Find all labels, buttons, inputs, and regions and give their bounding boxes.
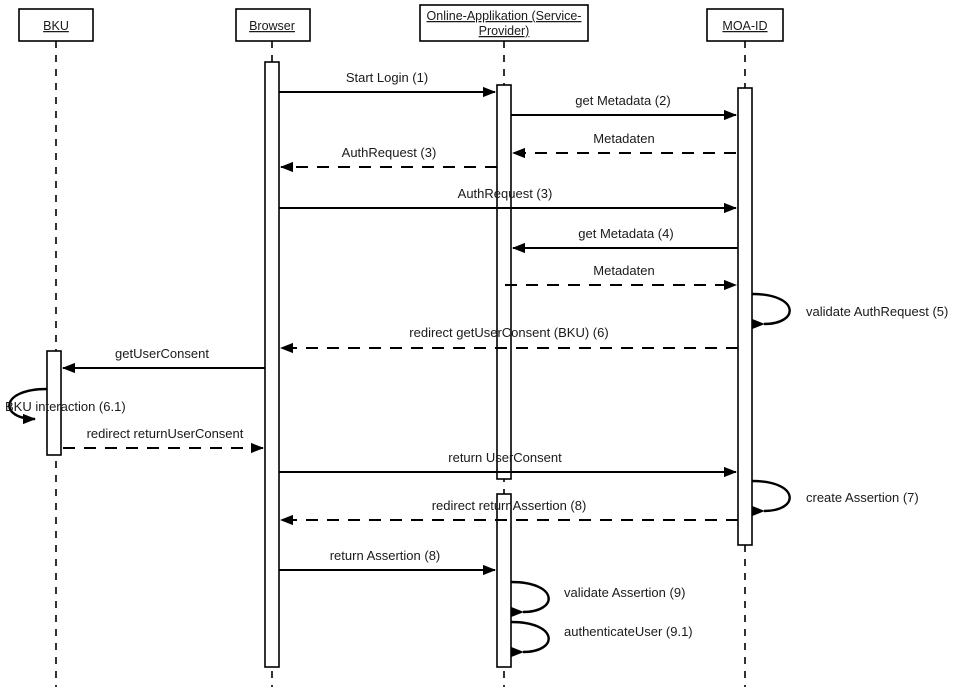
lifeline-header-box-moaid[interactable] xyxy=(706,8,784,42)
message-label-m15: redirect returnAssertion (8) xyxy=(432,498,587,513)
message-m7[interactable]: Metadaten xyxy=(505,263,737,291)
activation-bar-bku[interactable] xyxy=(46,350,62,456)
message-label-m11: BKU interaction (6.1) xyxy=(5,399,126,414)
message-m12[interactable]: redirect returnUserConsent xyxy=(63,426,264,454)
message-m5[interactable]: AuthRequest (3) xyxy=(279,186,737,214)
lifeline-label-bku: BKU xyxy=(43,19,69,33)
message-m15[interactable]: redirect returnAssertion (8) xyxy=(280,498,738,526)
activation-bar-sp[interactable] xyxy=(496,493,512,668)
message-label-m18: authenticateUser (9.1) xyxy=(564,624,693,639)
message-m14[interactable]: create Assertion (7) xyxy=(751,479,919,517)
message-label-m1: Start Login (1) xyxy=(346,70,428,85)
message-label-m10: getUserConsent xyxy=(115,346,209,361)
lifeline-header-box-bku[interactable] xyxy=(18,8,94,42)
message-label-m3: Metadaten xyxy=(593,131,654,146)
message-label-m16: return Assertion (8) xyxy=(330,548,441,563)
message-label-m12: redirect returnUserConsent xyxy=(87,426,244,441)
activations-layer xyxy=(46,61,753,668)
activation-bar-moaid[interactable] xyxy=(737,87,753,546)
message-m9[interactable]: redirect getUserConsent (BKU) (6) xyxy=(280,325,738,354)
message-label-m4: AuthRequest (3) xyxy=(342,145,437,160)
message-label-m9: redirect getUserConsent (BKU) (6) xyxy=(409,325,608,340)
lifeline-header-box-browser[interactable] xyxy=(235,8,311,42)
lifeline-label-browser: Browser xyxy=(249,19,295,33)
message-m4[interactable]: AuthRequest (3) xyxy=(280,145,497,173)
message-m11[interactable]: BKU interaction (6.1) xyxy=(5,387,126,425)
message-m1[interactable]: Start Login (1) xyxy=(279,70,496,98)
message-m18[interactable]: authenticateUser (9.1) xyxy=(510,620,693,658)
message-label-m5: AuthRequest (3) xyxy=(458,186,553,201)
message-label-m7: Metadaten xyxy=(593,263,654,278)
lifeline-bku[interactable]: BKU xyxy=(18,8,94,687)
message-label-m2: get Metadata (2) xyxy=(575,93,670,108)
self-message-arc-m17 xyxy=(510,580,550,618)
lifeline-label-sp: Online-Applikation (Service- xyxy=(427,9,582,23)
message-m8[interactable]: validate AuthRequest (5) xyxy=(751,292,948,330)
message-m17[interactable]: validate Assertion (9) xyxy=(510,580,685,618)
self-message-arc-m14 xyxy=(751,479,791,517)
activation-bar-sp[interactable] xyxy=(496,84,512,480)
lifeline-label-moaid: MOA-ID xyxy=(722,19,767,33)
message-label-m17: validate Assertion (9) xyxy=(564,585,685,600)
message-m16[interactable]: return Assertion (8) xyxy=(279,548,496,576)
message-label-m6: get Metadata (4) xyxy=(578,226,673,241)
messages-layer: Start Login (1) get Metadata (2) Metadaten… xyxy=(5,70,948,658)
message-m2[interactable]: get Metadata (2) xyxy=(511,93,737,121)
self-message-arc-m18 xyxy=(510,620,550,658)
message-label-m8: validate AuthRequest (5) xyxy=(806,304,948,319)
activation-bar-browser[interactable] xyxy=(264,61,280,668)
lifeline-label-sp-line2: Provider) xyxy=(479,24,530,38)
self-message-arc-m11 xyxy=(8,387,48,425)
message-m3[interactable]: Metadaten xyxy=(512,131,736,159)
lifeline-moaid[interactable]: MOA-ID xyxy=(706,8,784,687)
message-label-m13: return UserConsent xyxy=(448,450,562,465)
message-m13[interactable]: return UserConsent xyxy=(279,450,737,478)
message-m10[interactable]: getUserConsent xyxy=(62,346,265,374)
message-label-m14: create Assertion (7) xyxy=(806,490,919,505)
message-m6[interactable]: get Metadata (4) xyxy=(512,226,738,254)
self-message-arc-m8 xyxy=(751,292,791,330)
